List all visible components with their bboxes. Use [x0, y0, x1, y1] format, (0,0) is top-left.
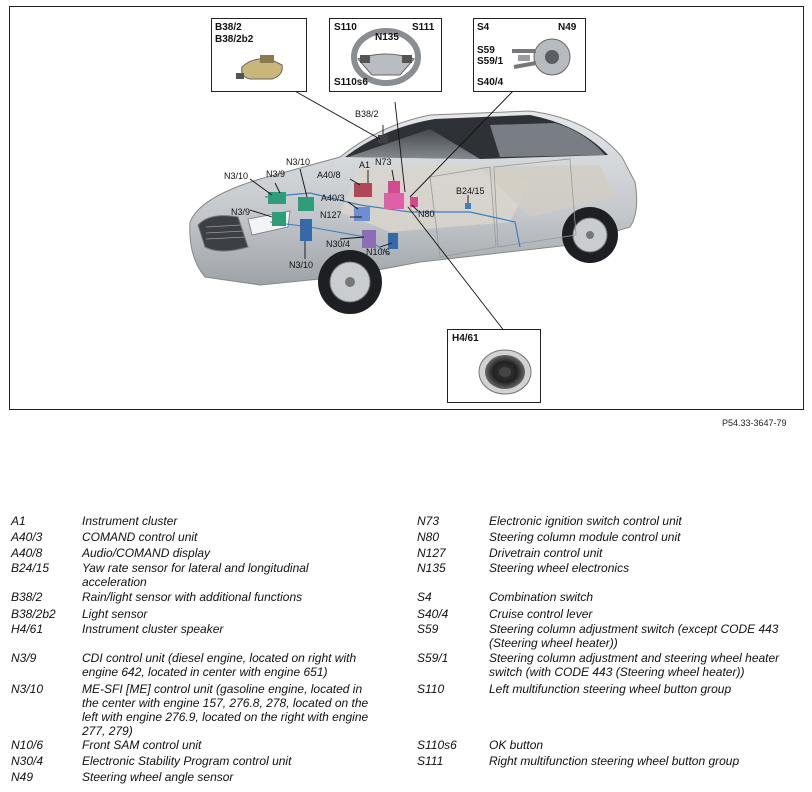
- legend-code: N3/10: [11, 682, 44, 696]
- callout-n10-6: N10/6: [366, 247, 391, 257]
- legend-code: N73: [417, 514, 440, 528]
- legend-desc: Steering wheel angle sensor: [82, 770, 234, 784]
- inset-steering-column: S4 N49 S59 S59/1 S40/4: [473, 18, 586, 92]
- legend-desc: Electronic ignition switch control unit: [489, 514, 682, 528]
- steering-wheel-icon: [351, 28, 421, 86]
- component-markers: [268, 135, 471, 249]
- inset-label-s40-4: S40/4: [477, 77, 504, 88]
- callout-n127: N127: [320, 210, 342, 220]
- legend-desc: CDI control unit (diesel engine, located…: [82, 651, 357, 679]
- inset-speaker: H4/61: [447, 329, 541, 403]
- legend-desc: Electronic Stability Program control uni…: [82, 754, 292, 768]
- legend-desc: Instrument cluster speaker: [82, 622, 224, 636]
- legend-code: A40/3: [11, 530, 43, 544]
- legend-desc: Steering wheel electronics: [489, 561, 630, 575]
- legend-desc: Combination switch: [489, 590, 594, 604]
- steering-column-icon: [512, 38, 571, 76]
- callout-n3-9-top: N3/9: [266, 169, 286, 179]
- inset-label-s59: S59: [477, 45, 495, 56]
- car-illustration: [189, 88, 638, 333]
- legend-desc: Audio/COMAND display: [82, 546, 211, 560]
- callout-a1: A1: [359, 160, 371, 170]
- legend-code: N49: [11, 770, 34, 784]
- legend-desc: Left multifunction steering wheel button…: [489, 682, 732, 696]
- legend-desc: ME-SFI [ME] control unit (gasoline engin…: [82, 682, 369, 738]
- speaker-icon: [478, 349, 532, 395]
- legend-desc: OK button: [489, 738, 544, 752]
- legend-right: N73 Electronic ignition switch control un…: [417, 514, 807, 792]
- leader-lines: [249, 88, 516, 333]
- inset-label-s59-1: S59/1: [477, 56, 504, 67]
- figure-code: P54.33-3647-79: [722, 418, 787, 428]
- callout-a40-3: A40/3: [321, 193, 345, 203]
- legend-code: S111: [417, 754, 444, 768]
- legend-desc: Light sensor: [82, 607, 148, 621]
- legend-desc: Steering column module control unit: [489, 530, 681, 544]
- inset-label-n49: N49: [558, 22, 577, 33]
- legend-code: N127: [417, 546, 446, 560]
- legend-code: N135: [417, 561, 446, 575]
- callout-n3-9-left: N3/9: [231, 207, 251, 217]
- legend-code: S40/4: [417, 607, 449, 621]
- legend-desc: Front SAM control unit: [82, 738, 202, 752]
- inset-steering-wheel: S110 S111 N135 S110s6: [329, 18, 442, 92]
- callout-n80: N80: [418, 209, 435, 219]
- legend-code: B38/2: [11, 590, 43, 604]
- legend-desc: COMAND control unit: [82, 530, 198, 544]
- rain-sensor-icon: [236, 55, 283, 80]
- inset-label-s111: S111: [412, 22, 435, 33]
- legend-code: H4/61: [11, 622, 44, 636]
- legend-code: S59/1: [417, 651, 449, 665]
- legend-code: N30/4: [11, 754, 44, 768]
- callout-n3-10-bottom: N3/10: [289, 260, 314, 270]
- inset-label-n135: N135: [375, 32, 399, 43]
- legend-code: N80: [417, 530, 440, 544]
- legend-code: S110: [417, 682, 445, 696]
- callout-b24-15: B24/15: [456, 186, 485, 196]
- callout-n73: N73: [375, 157, 392, 167]
- legend-desc: Steering column adjustment and steering …: [489, 651, 780, 679]
- inset-label-s110: S110: [334, 22, 357, 33]
- callout-n3-10-top: N3/10: [286, 157, 311, 167]
- legend-desc: Yaw rate sensor for lateral and longitud…: [82, 561, 309, 589]
- callout-n3-10-left: N3/10: [224, 171, 249, 181]
- inset-label-b38-2: B38/2: [215, 22, 242, 33]
- legend-desc: Right multifunction steering wheel butto…: [489, 754, 740, 768]
- inset-rain-light-sensor: B38/2 B38/2b2: [211, 18, 307, 92]
- legend-code: A1: [11, 514, 26, 528]
- inset-label-s110s6: S110s6: [334, 77, 368, 88]
- legend-code: S59: [417, 622, 439, 636]
- legend-code: S4: [417, 590, 432, 604]
- legend-left: A1 Instrument cluster A40/3 COMAND control…: [11, 514, 391, 792]
- legend-desc: Cruise control lever: [489, 607, 593, 621]
- legend-code: S110s6: [417, 738, 457, 752]
- vehicle-component-figure: B38/2 B38/2b2 S110 S111 N135 S110s6 S4: [9, 6, 804, 410]
- legend-code: A40/8: [11, 546, 43, 560]
- legend-desc: Steering column adjustment switch (excep…: [489, 622, 779, 650]
- callout-b38-2: B38/2: [355, 109, 379, 119]
- callout-a40-8: A40/8: [317, 170, 341, 180]
- callout-n30-4: N30/4: [326, 239, 351, 249]
- legend-code: N3/9: [11, 651, 37, 665]
- inset-label-b38-2b2: B38/2b2: [215, 34, 254, 45]
- legend-desc: Instrument cluster: [82, 514, 178, 528]
- legend-code: B24/15: [11, 561, 50, 575]
- legend-code: N10/6: [11, 738, 44, 752]
- inset-label-h4-61: H4/61: [452, 333, 479, 344]
- legend-code: B38/2b2: [11, 607, 56, 621]
- legend-desc: Drivetrain control unit: [489, 546, 603, 560]
- legend-desc: Rain/light sensor with additional functi…: [82, 590, 303, 604]
- inset-label-s4: S4: [477, 22, 490, 33]
